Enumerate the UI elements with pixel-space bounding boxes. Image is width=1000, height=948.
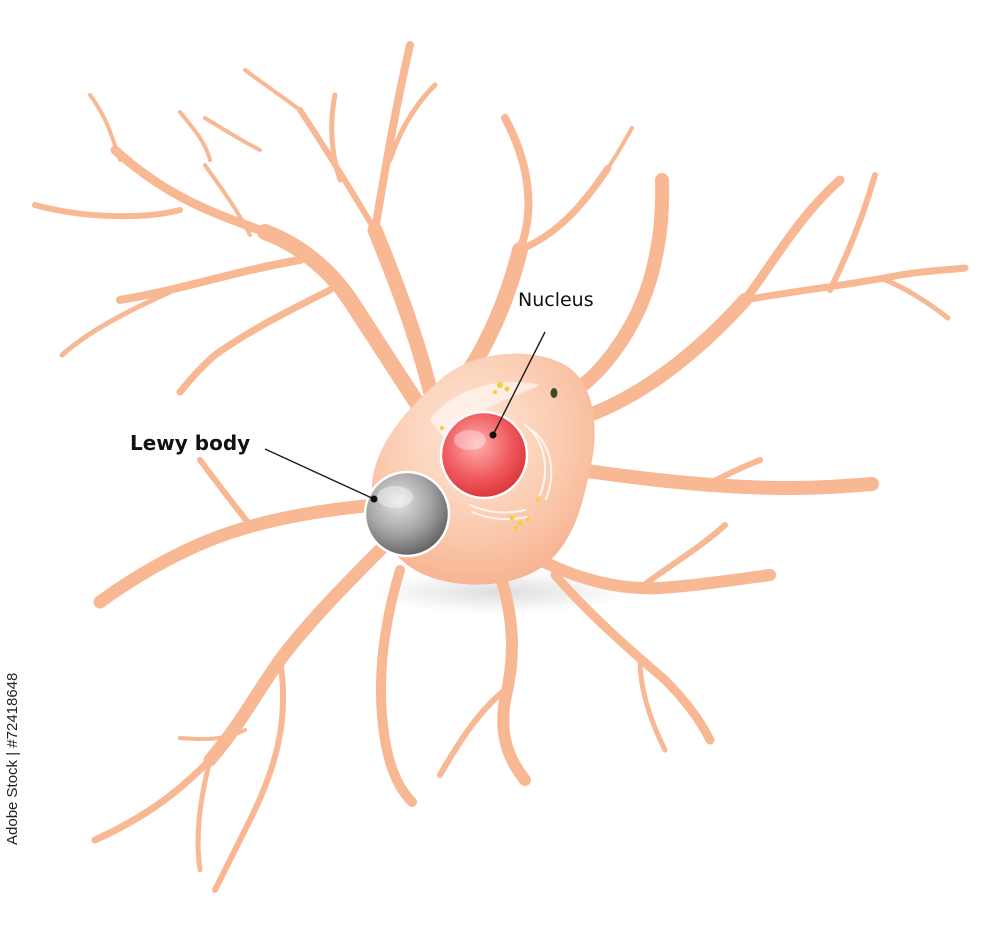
dendrite-right-mid xyxy=(573,463,879,495)
stock-watermark-id: Adobe Stock | #72418648 xyxy=(4,672,21,845)
dendrite-branch xyxy=(501,114,533,254)
dendrite-branch xyxy=(203,116,262,152)
dendrite-branch xyxy=(212,657,287,893)
dendrite-upper xyxy=(367,222,438,398)
lewy-body-highlight xyxy=(377,486,413,508)
nucleus-leader-dot xyxy=(489,431,497,439)
dendrite-left xyxy=(93,498,382,609)
nucleus-label: Nucleus xyxy=(518,289,594,311)
dendrite-branch xyxy=(516,164,612,254)
dendrite-branch xyxy=(243,68,302,112)
dendrite-branch xyxy=(32,202,183,220)
dendrite-branch xyxy=(437,687,508,778)
dendrite-branch xyxy=(741,264,969,304)
dendrite-branch xyxy=(550,570,715,745)
dendrite-branch xyxy=(740,175,845,305)
granules xyxy=(440,382,540,530)
nucleus-leader-line xyxy=(492,331,546,436)
dendrite-branch xyxy=(88,93,122,162)
dendrite-right-upper xyxy=(553,173,670,407)
dendrite-branch xyxy=(387,82,438,163)
dendrite-branch xyxy=(91,756,214,844)
lewy-body xyxy=(363,470,451,558)
dendrite-lower xyxy=(494,569,531,786)
dendrite-branch xyxy=(637,522,728,591)
dendrites xyxy=(32,41,969,893)
dendrite-branch xyxy=(59,289,173,358)
dendrite-branch xyxy=(195,757,213,873)
dendrite-branch xyxy=(197,457,253,528)
lewy-body-leader-dot xyxy=(370,495,378,503)
dendrite-branch xyxy=(178,728,247,742)
dendrite-branch xyxy=(176,286,334,396)
dendrite-branch xyxy=(116,256,304,304)
small-organelle xyxy=(550,388,558,398)
dendrite-branch xyxy=(178,110,212,162)
dendrite-upper-left xyxy=(257,224,433,423)
dendrite-branch xyxy=(702,457,763,489)
lewy-body-label: Lewy body xyxy=(130,431,251,455)
nucleus-highlight xyxy=(454,430,486,450)
nucleus xyxy=(439,410,529,500)
dendrite-branch xyxy=(203,163,252,237)
dendrite-branch xyxy=(375,565,417,807)
dendrite-top xyxy=(462,242,528,378)
dendrite-branch xyxy=(877,275,951,321)
dendrite-branch xyxy=(110,145,270,237)
dendrite-lower-left xyxy=(203,538,392,767)
golgi-apparatus xyxy=(469,424,553,521)
lewy-body-leader-line xyxy=(264,448,375,500)
dendrite-branch xyxy=(568,293,752,427)
dendrite-branch xyxy=(637,657,668,753)
dendrite-branch xyxy=(827,172,878,293)
dendrite-branch xyxy=(371,41,414,234)
dendrite-branch xyxy=(329,92,343,183)
dendrite-branch xyxy=(606,126,634,170)
dendrite-lower-right xyxy=(534,554,776,595)
